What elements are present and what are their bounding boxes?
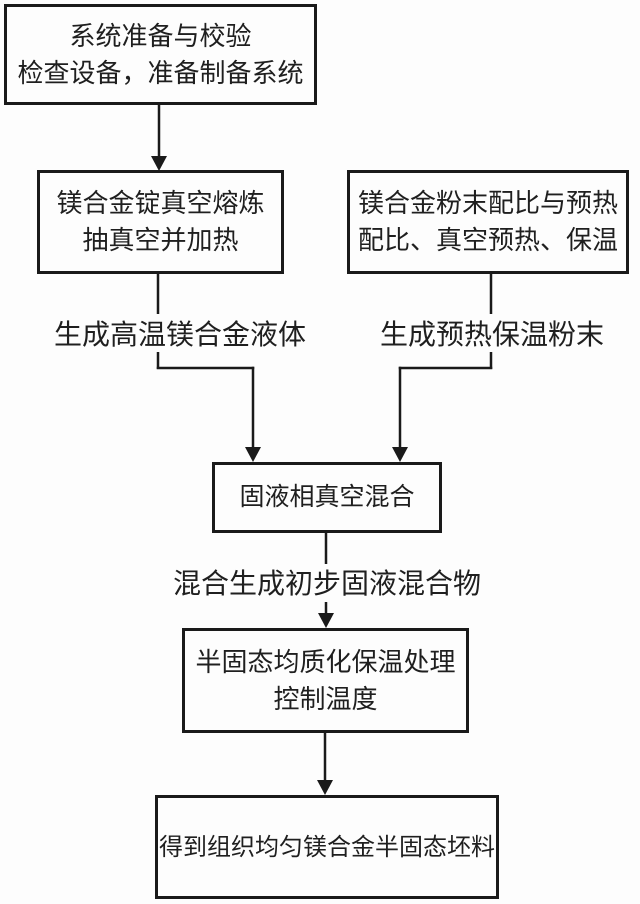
edge-label-mixture-output: 混合生成初步固液混合物 [172,568,481,599]
process-box-powder-preheat: 镁合金粉末配比与预热 配比、真空预热、保温 [347,170,629,274]
process-box-homogenize: 半固态均质化保温处理 控制温度 [182,628,469,733]
process-box-text-line: 配比、真空预热、保温 [357,225,618,255]
process-box-text-line: 检查设备，准备制备系统 [17,57,304,88]
connector-melt-to-mix [156,272,261,462]
process-box-text-line: 镁合金粉末配比与预热 [357,188,618,218]
connector-mix-to-homogenize [318,532,334,628]
process-box-text-line: 固液相真空混合 [239,483,415,511]
process-box-text-line: 半固态均质化保温处理 [195,646,456,677]
process-box-text-line: 得到组织均匀镁合金半固态坯料 [159,833,495,861]
process-box-billet-result: 得到组织均匀镁合金半固态坯料 [155,795,499,899]
process-box-text-line: 控制温度 [273,683,378,714]
process-box-solid-liquid-mix: 固液相真空混合 [212,462,442,533]
process-box-text-line: 系统准备与校验 [69,20,252,51]
arrow-homogenize-to-billet [317,731,333,795]
edge-label-preheated-powder-output: 生成预热保温粉末 [379,319,604,350]
edge-label-liquid-output: 生成高温镁合金液体 [53,319,306,350]
process-box-text-line: 抽真空并加热 [82,225,239,255]
arrow-prepare-to-melt [151,104,167,171]
process-box-system-prepare: 系统准备与校验 检查设备，准备制备系统 [4,4,317,105]
process-box-vacuum-melt: 镁合金锭真空熔炼 抽真空并加热 [37,170,284,274]
process-box-text-line: 镁合金锭真空熔炼 [56,188,265,218]
connector-powder-to-mix [392,272,493,462]
